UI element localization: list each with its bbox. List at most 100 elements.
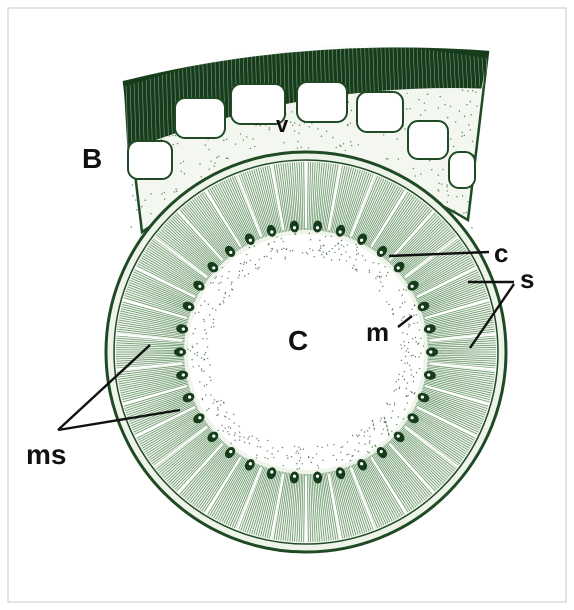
stipple-dot	[151, 193, 152, 194]
stipple-dot	[207, 346, 208, 347]
stipple-dot	[319, 250, 320, 251]
stipple-dot	[198, 312, 199, 313]
stipple-dot	[375, 445, 376, 446]
stipple-dot	[183, 161, 184, 162]
stipple-dot	[409, 324, 410, 325]
stipple-dot	[207, 358, 208, 359]
stipple-dot	[341, 254, 342, 255]
stipple-dot	[218, 430, 219, 431]
stipple-dot	[404, 363, 405, 364]
stipple-dot	[258, 267, 259, 268]
stipple-dot	[399, 290, 400, 291]
stipple-dot	[218, 156, 219, 157]
stipple-dot	[290, 121, 291, 122]
stipple-dot	[318, 467, 319, 468]
stipple-dot	[212, 308, 213, 309]
stipple-dot	[216, 157, 217, 158]
stipple-dot	[310, 239, 311, 240]
stipple-dot	[225, 428, 226, 429]
stipple-dot	[467, 90, 468, 91]
stipple-dot	[180, 163, 181, 164]
stipple-dot	[407, 348, 408, 349]
stipple-dot	[217, 409, 218, 410]
stipple-dot	[387, 272, 388, 273]
stipple-dot	[450, 138, 451, 139]
stipple-dot	[246, 262, 247, 263]
stipple-dot	[213, 322, 214, 323]
stipple-dot	[447, 201, 448, 202]
nucleus-highlight	[380, 450, 383, 453]
stipple-dot	[379, 272, 380, 273]
nucleus-highlight	[212, 434, 215, 437]
stipple-dot	[380, 420, 381, 421]
stipple-dot	[386, 425, 387, 426]
stipple-dot	[389, 404, 390, 405]
stipple-dot	[290, 250, 291, 251]
stipple-dot	[273, 457, 274, 458]
stipple-dot	[323, 257, 324, 258]
stipple-dot	[453, 146, 454, 147]
stipple-dot	[369, 442, 370, 443]
stipple-dot	[365, 260, 366, 261]
stipple-dot	[420, 353, 421, 354]
stipple-dot	[369, 440, 370, 441]
stipple-dot	[476, 105, 477, 106]
nucleus-highlight	[411, 285, 414, 288]
stipple-dot	[181, 171, 182, 172]
stipple-dot	[192, 333, 193, 334]
stipple-dot	[204, 301, 205, 302]
stipple-dot	[257, 446, 258, 447]
label-v: v	[276, 112, 289, 137]
stipple-dot	[464, 135, 465, 136]
stipple-dot	[235, 143, 236, 144]
stipple-dot	[208, 304, 209, 305]
stipple-dot	[184, 173, 185, 174]
stipple-dot	[467, 201, 468, 202]
stipple-dot	[195, 328, 196, 329]
stipple-dot	[251, 435, 252, 436]
stipple-dot	[336, 147, 337, 148]
stipple-dot	[213, 402, 214, 403]
stipple-dot	[270, 258, 271, 259]
stipple-dot	[413, 376, 414, 377]
stipple-dot	[284, 257, 285, 258]
stipple-dot	[398, 379, 399, 380]
stipple-dot	[349, 256, 350, 257]
nucleus-highlight	[427, 373, 430, 376]
stipple-dot	[409, 108, 410, 109]
stipple-dot	[243, 264, 244, 265]
stipple-dot	[363, 435, 364, 436]
stipple-dot	[393, 314, 394, 315]
stipple-dot	[420, 114, 421, 115]
stipple-dot	[291, 111, 292, 112]
stipple-dot	[442, 169, 443, 170]
stipple-dot	[330, 236, 331, 237]
stipple-dot	[381, 433, 382, 434]
stipple-dot	[220, 404, 221, 405]
stipple-dot	[298, 133, 299, 134]
stipple-dot	[217, 401, 218, 402]
stipple-dot	[331, 259, 332, 260]
stipple-dot	[219, 304, 220, 305]
stipple-dot	[223, 140, 224, 141]
stipple-dot	[358, 144, 359, 145]
stipple-dot	[294, 122, 295, 123]
stipple-dot	[388, 304, 389, 305]
stipple-dot	[299, 468, 300, 469]
stipple-dot	[322, 460, 323, 461]
stipple-dot	[201, 176, 202, 177]
stipple-dot	[386, 275, 387, 276]
stipple-dot	[392, 309, 393, 310]
stipple-dot	[268, 129, 269, 130]
stipple-dot	[239, 439, 240, 440]
stipple-dot	[402, 332, 403, 333]
stipple-dot	[132, 195, 133, 196]
nucleus-highlight	[397, 266, 400, 269]
label-m: m	[366, 317, 389, 347]
nucleus-highlight	[182, 327, 185, 330]
stipple-dot	[296, 463, 297, 464]
stipple-dot	[408, 342, 409, 343]
stipple-dot	[386, 426, 387, 427]
stipple-dot	[336, 459, 337, 460]
stipple-dot	[380, 281, 381, 282]
